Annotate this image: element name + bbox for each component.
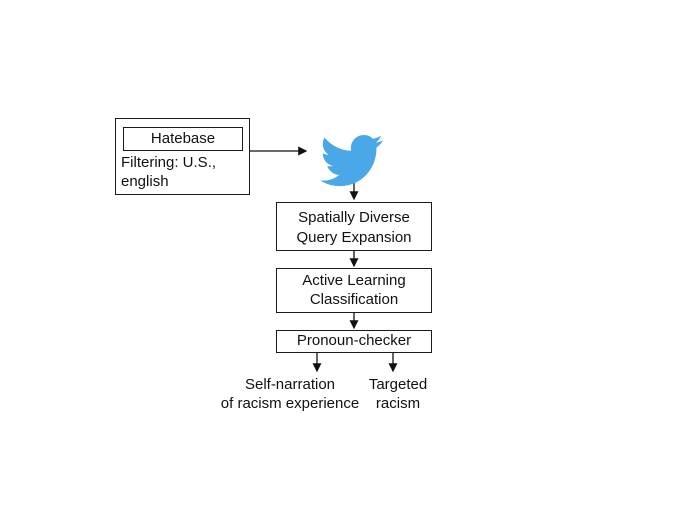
twitter-bird-icon [319, 134, 383, 187]
targeted-racism-label-line1: Targeted [368, 376, 428, 393]
hatebase-label: Hatebase [150, 130, 216, 147]
classification-label-line1: Active Learning [302, 272, 406, 289]
self-narration-label-line2: of racism experience [220, 395, 360, 412]
classification-box [276, 268, 432, 313]
filter-label-line2: english [121, 173, 169, 190]
query-expansion-label-line2: Query Expansion [296, 229, 412, 246]
targeted-racism-label-line2: racism [375, 395, 421, 412]
self-narration-label-line1: Self-narration [244, 376, 336, 393]
query-expansion-box [276, 202, 432, 251]
filter-label-line1: Filtering: U.S., [121, 154, 217, 171]
pronoun-checker-label: Pronoun-checker [296, 332, 412, 349]
hatebase-box [123, 127, 243, 151]
pronoun-checker-box [276, 330, 432, 353]
classification-label-line2: Classification [309, 291, 399, 308]
query-expansion-label-line1: Spatially Diverse [298, 209, 410, 226]
